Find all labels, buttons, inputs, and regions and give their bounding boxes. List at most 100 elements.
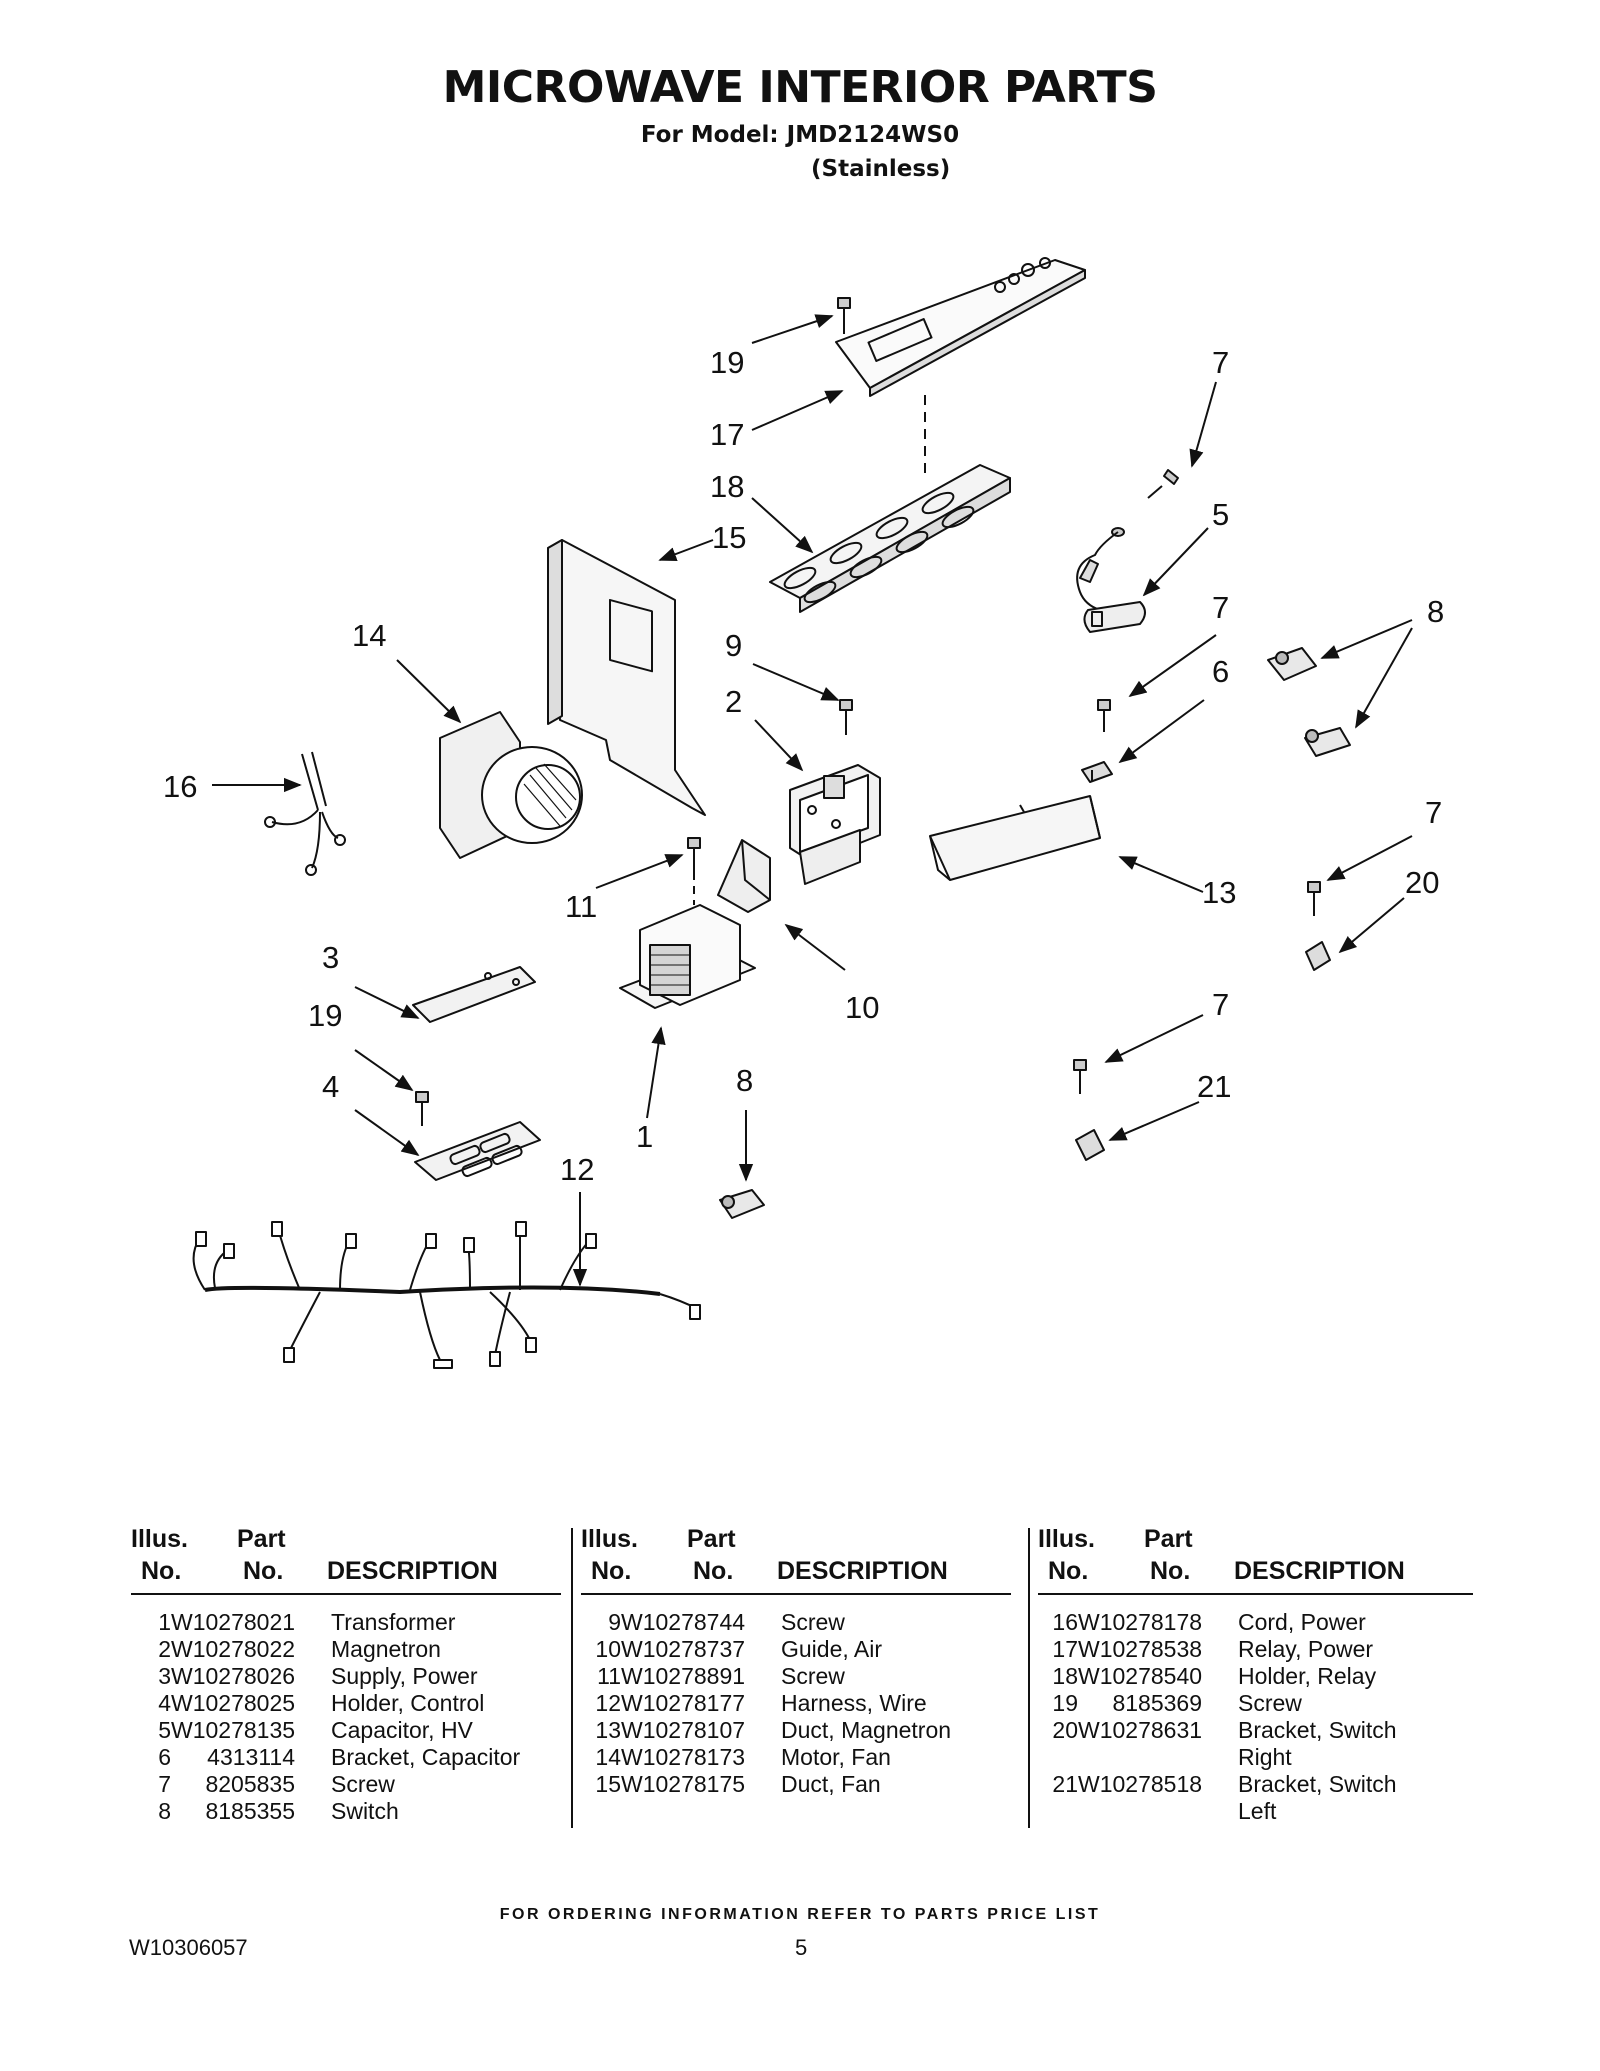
fan-motor-part xyxy=(439,711,583,859)
model-line: For Model: JMD2124WS0 xyxy=(640,122,960,148)
illus-header-top: Illus. xyxy=(131,1525,188,1553)
description-header: DESCRIPTION xyxy=(777,1557,948,1585)
screw-part xyxy=(415,1091,429,1126)
transformer-part xyxy=(619,904,756,1009)
table-row: Right xyxy=(1238,1744,1292,1770)
power-cord-part xyxy=(264,751,346,876)
callout-label: 4 xyxy=(322,1069,339,1104)
callout-label: 7 xyxy=(1212,987,1229,1022)
page-title: MICROWAVE INTERIOR PARTS xyxy=(442,62,1158,113)
model-variant: (Stainless) xyxy=(811,156,951,182)
callout-label: 8 xyxy=(1427,594,1444,629)
header-rule xyxy=(131,1593,561,1595)
screw-part xyxy=(1307,881,1321,916)
callout-label: 19 xyxy=(710,345,744,380)
part-header-bottom: No. xyxy=(693,1557,734,1585)
air-guide-part xyxy=(717,839,771,913)
callout-label: 14 xyxy=(352,618,386,653)
callout-label: 21 xyxy=(1197,1069,1231,1104)
description-header: DESCRIPTION xyxy=(1234,1557,1405,1585)
table-header: Illus. No. Part No. DESCRIPTION xyxy=(131,1525,561,1595)
callout-label: 12 xyxy=(560,1152,594,1187)
callout-label: 8 xyxy=(736,1063,753,1098)
part-header-top: Part xyxy=(687,1525,736,1553)
screw-part xyxy=(1097,699,1111,732)
screw-part xyxy=(1073,1059,1087,1094)
screw-part xyxy=(839,699,853,735)
power-supply-part xyxy=(412,966,536,1023)
ordering-note: FOR ORDERING INFORMATION REFER TO PARTS … xyxy=(499,1906,1101,1923)
page-number: 5 xyxy=(795,1935,808,1960)
column-divider xyxy=(1028,1528,1030,1828)
callout-label: 10 xyxy=(845,990,879,1025)
callout-label: 5 xyxy=(1212,497,1229,532)
table-header: Illus. No. Part No. DESCRIPTION xyxy=(1038,1525,1473,1595)
callout-label: 16 xyxy=(163,769,197,804)
magnetron-part xyxy=(789,764,881,885)
fan-duct-part xyxy=(547,539,706,816)
control-holder-part xyxy=(414,1121,541,1181)
callout-label: 11 xyxy=(565,889,597,924)
header-rule xyxy=(1038,1593,1473,1595)
screw-part xyxy=(837,297,851,334)
callout-label: 7 xyxy=(1425,795,1442,830)
callout-label: 3 xyxy=(322,940,339,975)
magnetron-duct-part xyxy=(929,795,1101,881)
table-row: Left xyxy=(1238,1798,1277,1824)
hv-capacitor-part xyxy=(1076,527,1146,633)
callout-label: 2 xyxy=(725,684,742,719)
exploded-parts-diagram: 19 17 18 15 7 5 7 6 8 14 9 2 16 11 13 7 … xyxy=(163,257,1444,1369)
callout-label: 15 xyxy=(712,520,746,555)
callout-label: 7 xyxy=(1212,590,1229,625)
part-header-bottom: No. xyxy=(1150,1557,1191,1585)
description-header: DESCRIPTION xyxy=(327,1557,498,1585)
table-header: Illus. No. Part No. DESCRIPTION xyxy=(581,1525,1011,1595)
capacitor-bracket-part xyxy=(1081,761,1113,783)
part-header-bottom: No. xyxy=(243,1557,284,1585)
screw-part xyxy=(687,837,701,905)
illus-header-bottom: No. xyxy=(1048,1557,1089,1585)
part-header-top: Part xyxy=(237,1525,286,1553)
switch-bracket-left-part xyxy=(1075,1129,1105,1161)
switch-part xyxy=(1267,647,1317,681)
illus-header-bottom: No. xyxy=(591,1557,632,1585)
callout-label: 6 xyxy=(1212,654,1229,689)
callout-label: 20 xyxy=(1405,865,1439,900)
illus-header-top: Illus. xyxy=(581,1525,638,1553)
power-relay-part xyxy=(835,257,1086,480)
switch-part xyxy=(1304,727,1351,757)
switch-bracket-right-part xyxy=(1305,941,1331,971)
header-rule xyxy=(581,1593,1011,1595)
callout-label: 17 xyxy=(710,417,744,452)
callout-label: 7 xyxy=(1212,345,1229,380)
callout-label: 9 xyxy=(725,628,742,663)
illus-header-bottom: No. xyxy=(141,1557,182,1585)
callout-label: 19 xyxy=(308,998,342,1033)
relay-holder-part xyxy=(769,464,1011,613)
illus-header-top: Illus. xyxy=(1038,1525,1095,1553)
callout-label: 1 xyxy=(636,1119,653,1154)
column-divider xyxy=(571,1528,573,1828)
